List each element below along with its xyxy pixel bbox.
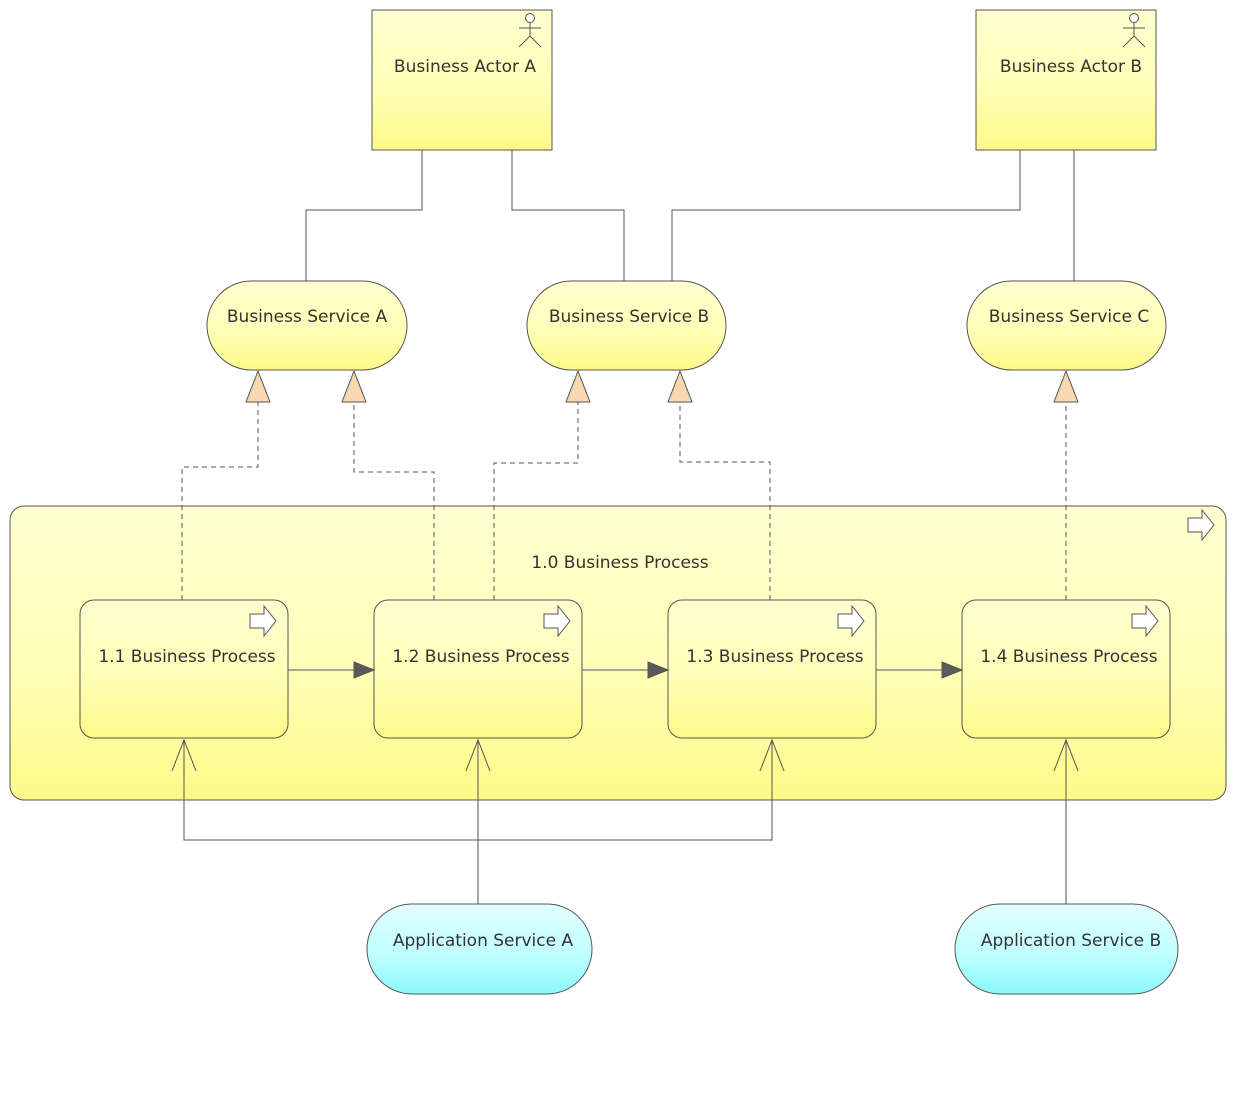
business-actor-b[interactable] bbox=[975, 9, 1157, 151]
realization-p2-service-a[interactable] bbox=[353, 402, 435, 600]
process-arrow-icon bbox=[249, 604, 277, 638]
business-service-b[interactable] bbox=[526, 280, 727, 371]
business-process-1-3-label: 1.3 Business Process bbox=[686, 647, 864, 667]
business-service-a[interactable] bbox=[206, 280, 408, 371]
realization-arrowhead bbox=[1053, 369, 1079, 403]
business-service-c[interactable] bbox=[966, 280, 1167, 371]
business-process-1-4[interactable] bbox=[961, 599, 1171, 739]
realization-arrowhead bbox=[245, 369, 271, 403]
serving-arrowhead bbox=[171, 738, 197, 772]
triggering-flows bbox=[288, 661, 964, 679]
business-actor-a-label: Business Actor A bbox=[393, 57, 537, 77]
application-service-b-label: Application Service B bbox=[980, 931, 1162, 951]
process-arrow-icon bbox=[1187, 508, 1215, 542]
trigger-p3-p4[interactable] bbox=[876, 661, 964, 679]
serving-arrowhead bbox=[1053, 738, 1079, 772]
realization-arrowhead bbox=[341, 369, 367, 403]
business-process-1-4-label: 1.4 Business Process bbox=[980, 647, 1158, 667]
trigger-p1-p2[interactable] bbox=[288, 661, 376, 679]
process-group-label: 1.0 Business Process bbox=[531, 553, 709, 573]
application-service-b[interactable] bbox=[954, 903, 1179, 995]
realization-lines bbox=[181, 402, 1067, 600]
realization-arrowheads bbox=[245, 369, 1079, 403]
process-arrow-icon bbox=[543, 604, 571, 638]
process-arrow-icon bbox=[837, 604, 865, 638]
realization-p3-service-b[interactable] bbox=[679, 402, 771, 600]
serving-arrowhead bbox=[759, 738, 785, 772]
realization-p1-service-a[interactable] bbox=[181, 402, 259, 600]
actor-icon bbox=[1122, 13, 1146, 48]
serving-arrowhead bbox=[465, 738, 491, 772]
business-process-1-2[interactable] bbox=[373, 599, 583, 739]
business-service-b-label: Business Service B bbox=[548, 307, 710, 327]
association-actor-a-service-b[interactable] bbox=[511, 150, 625, 281]
actor-icon bbox=[518, 13, 542, 48]
business-service-c-label: Business Service C bbox=[988, 307, 1150, 327]
business-process-1-2-label: 1.2 Business Process bbox=[392, 647, 570, 667]
business-service-a-label: Business Service A bbox=[226, 307, 388, 327]
application-service-a[interactable] bbox=[366, 903, 593, 995]
serving-lines bbox=[171, 738, 1079, 904]
business-actor-a[interactable] bbox=[371, 9, 553, 151]
realization-arrowhead bbox=[667, 369, 693, 403]
serving-app-a-p3[interactable] bbox=[478, 740, 773, 841]
business-actor-b-label: Business Actor B bbox=[999, 57, 1143, 77]
business-process-1-3[interactable] bbox=[667, 599, 877, 739]
application-service-a-label: Application Service A bbox=[392, 931, 574, 951]
business-process-1-1-label: 1.1 Business Process bbox=[98, 647, 276, 667]
process-group-1-0[interactable] bbox=[9, 505, 1227, 801]
process-arrow-icon bbox=[1131, 604, 1159, 638]
association-actor-a-service-a[interactable] bbox=[305, 150, 423, 281]
assignment-lines bbox=[305, 150, 1075, 281]
trigger-p2-p3[interactable] bbox=[582, 661, 670, 679]
business-process-1-1[interactable] bbox=[79, 599, 289, 739]
association-actor-b-service-b[interactable] bbox=[671, 150, 1021, 281]
realization-arrowhead bbox=[565, 369, 591, 403]
